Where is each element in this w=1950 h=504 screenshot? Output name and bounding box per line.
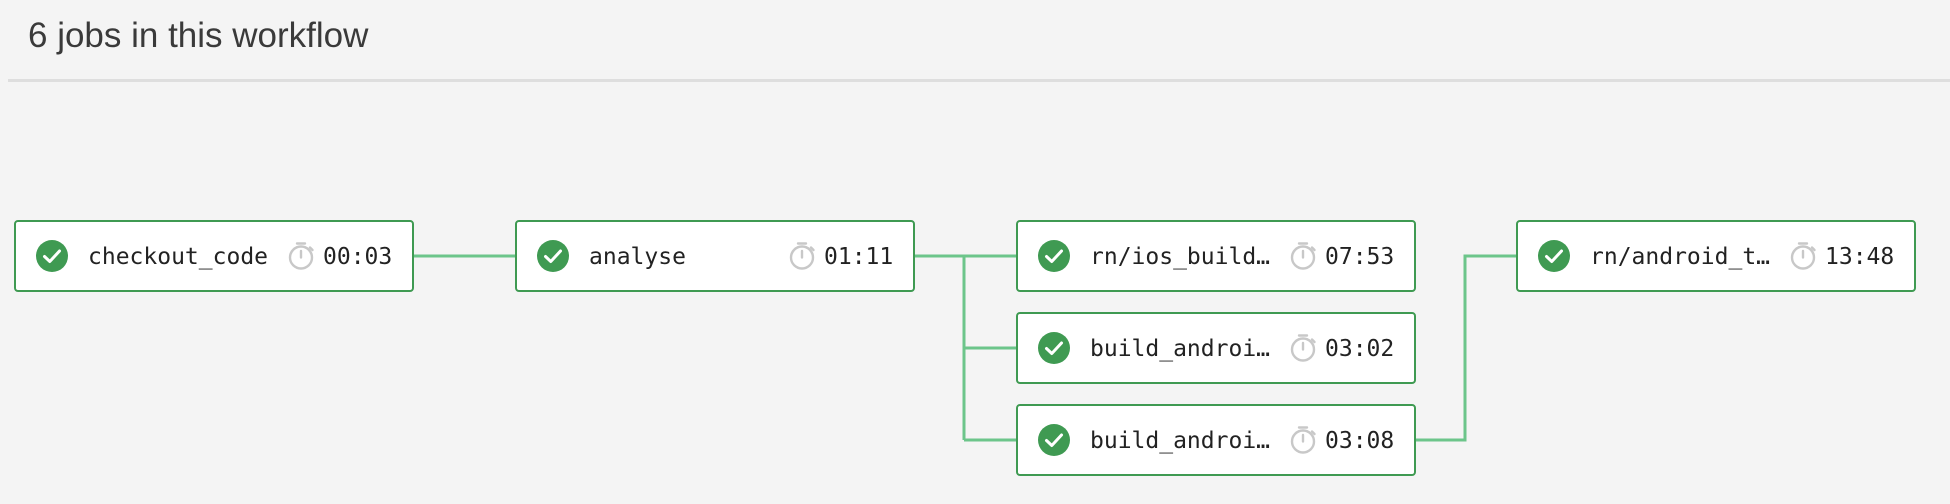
stopwatch-icon bbox=[1290, 426, 1316, 454]
job-duration: 03:08 bbox=[1325, 428, 1395, 454]
stopwatch-icon bbox=[789, 242, 815, 270]
check-circle-icon bbox=[1538, 240, 1570, 272]
check-circle-icon bbox=[1038, 424, 1070, 456]
job-card-checkout-code[interactable]: checkout_code 00:03 bbox=[14, 220, 414, 292]
job-card-ios-build[interactable]: rn/ios_build… 07:53 bbox=[1016, 220, 1416, 292]
connector-build-android-2-android-test bbox=[1416, 254, 1516, 442]
job-name: build_androi… bbox=[1090, 428, 1271, 454]
job-duration: 07:53 bbox=[1325, 244, 1395, 270]
stopwatch-icon bbox=[288, 242, 314, 270]
job-duration: 03:02 bbox=[1325, 336, 1395, 362]
job-name: build_androi… bbox=[1090, 336, 1271, 362]
check-circle-icon bbox=[1038, 332, 1070, 364]
job-card-build-android-1[interactable]: build_androi… 03:02 bbox=[1016, 312, 1416, 384]
job-card-analyse[interactable]: analyse 01:11 bbox=[515, 220, 915, 292]
job-name: analyse bbox=[589, 244, 686, 270]
check-circle-icon bbox=[36, 240, 68, 272]
stopwatch-icon bbox=[1290, 334, 1316, 362]
job-name: rn/android_t… bbox=[1590, 244, 1771, 270]
header-divider bbox=[8, 79, 1950, 82]
job-card-build-android-2[interactable]: build_androi… 03:08 bbox=[1016, 404, 1416, 476]
job-name: checkout_code bbox=[88, 244, 269, 270]
check-circle-icon bbox=[1038, 240, 1070, 272]
workflow-header: 6 jobs in this workflow bbox=[0, 0, 1950, 82]
page-title: 6 jobs in this workflow bbox=[28, 16, 369, 55]
stopwatch-icon bbox=[1790, 242, 1816, 270]
job-card-android-test[interactable]: rn/android_t… 13:48 bbox=[1516, 220, 1916, 292]
job-duration: 13:48 bbox=[1825, 244, 1895, 270]
job-duration: 00:03 bbox=[323, 244, 393, 270]
stopwatch-icon bbox=[1290, 242, 1316, 270]
check-circle-icon bbox=[537, 240, 569, 272]
job-duration: 01:11 bbox=[824, 244, 894, 270]
job-name: rn/ios_build… bbox=[1090, 244, 1271, 270]
